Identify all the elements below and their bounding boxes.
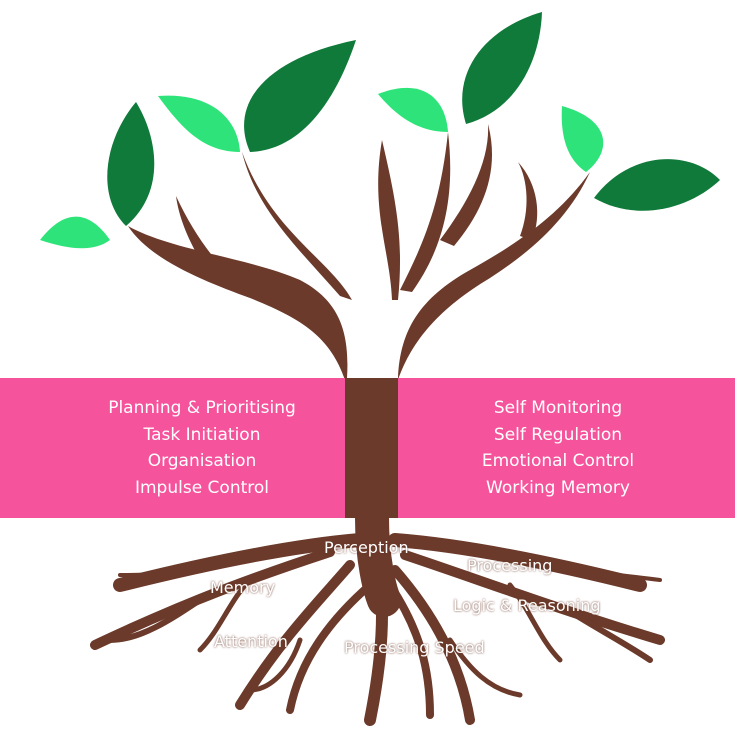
band-left-item: Planning & Prioritising: [108, 398, 296, 418]
band-left-item: Organisation: [147, 451, 257, 472]
band-left-item: Task Initiation: [143, 424, 261, 445]
root-label-perception: Perception: [324, 538, 409, 557]
leaf-dark-2: [244, 40, 356, 152]
root-label-logic: Logic & Reasoning: [453, 596, 601, 615]
band-right-item: Self Monitoring: [493, 398, 623, 418]
band-right-item: Self Regulation: [493, 424, 623, 445]
root-label-processing: Processing: [467, 556, 553, 575]
root-label-memory: Memory: [210, 578, 276, 597]
leaf-light-1: [40, 216, 110, 249]
band-right-item: Emotional Control: [481, 451, 635, 472]
leaf-dark-4: [594, 159, 720, 211]
band-left-list: Planning & Prioritising Task Initiation …: [52, 395, 352, 502]
root-label-processing-speed: Processing Speed: [344, 638, 485, 657]
root-label-attention: Attention: [214, 632, 288, 651]
leaves: [40, 12, 720, 249]
leaf-light-3: [378, 87, 448, 132]
leaf-light-2: [158, 95, 240, 152]
band-right-list: Self Monitoring Self Regulation Emotiona…: [408, 395, 708, 502]
trunk: [128, 226, 348, 380]
leaf-dark-3: [462, 12, 542, 124]
leaf-light-4: [561, 106, 604, 172]
leaf-dark-1: [107, 102, 155, 226]
trunk-over-band: [345, 378, 398, 518]
band-left-item: Impulse Control: [134, 478, 270, 499]
band-right-item: Working Memory: [486, 478, 630, 499]
roots: [90, 501, 665, 726]
